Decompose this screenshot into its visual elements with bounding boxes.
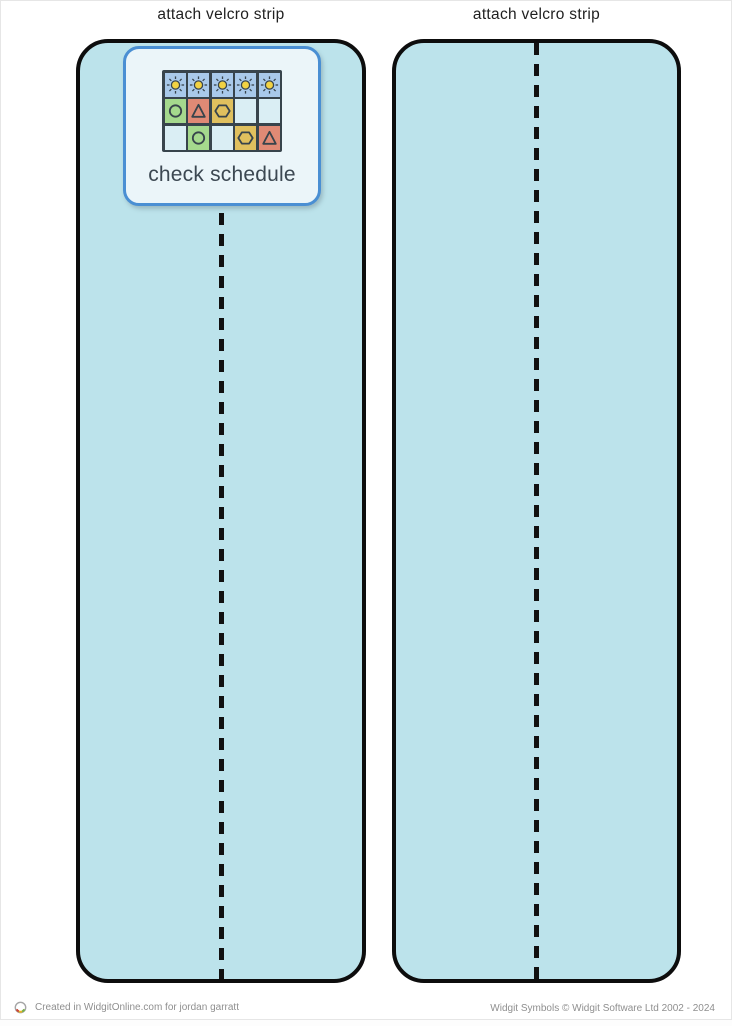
sun-icon bbox=[236, 75, 255, 94]
fold-dashed-line-right bbox=[534, 43, 539, 979]
schedule-cell-sun bbox=[211, 72, 233, 97]
schedule-cell-empty bbox=[258, 99, 280, 123]
fold-dashed-line-left bbox=[218, 213, 224, 979]
schedule-cell-hexagon-gold bbox=[211, 99, 233, 123]
check-schedule-card: check schedule bbox=[123, 46, 321, 206]
schedule-cell-sun bbox=[235, 72, 256, 97]
footer-created-text: Created in WidgitOnline.com for jordan g… bbox=[35, 1002, 239, 1013]
schedule-cell-hexagon-gold bbox=[235, 125, 256, 150]
velcro-strip-label-left: attach velcro strip bbox=[157, 6, 285, 23]
schedule-cell-empty bbox=[235, 99, 256, 123]
schedule-cell-circle-green bbox=[188, 125, 209, 150]
velcro-strip-panel-left: check schedule bbox=[76, 39, 366, 983]
sun-icon bbox=[260, 75, 278, 94]
triangle-icon bbox=[191, 103, 206, 118]
hexagon-icon bbox=[237, 131, 254, 145]
schedule-cell-empty bbox=[164, 125, 186, 150]
schedule-grid-icon bbox=[162, 70, 282, 152]
schedule-cell-sun bbox=[188, 72, 209, 97]
schedule-cell-empty bbox=[211, 125, 233, 150]
page-footer: Created in WidgitOnline.com for jordan g… bbox=[1, 1000, 731, 1018]
schedule-cell-triangle-red bbox=[188, 99, 209, 123]
sun-icon bbox=[166, 75, 184, 94]
triangle-icon bbox=[261, 130, 277, 145]
schedule-cell-sun bbox=[164, 72, 186, 97]
hexagon-icon bbox=[213, 104, 231, 118]
circle-icon bbox=[191, 130, 206, 145]
sun-icon bbox=[189, 75, 208, 94]
schedule-cell-triangle-red bbox=[258, 125, 280, 150]
schedule-cell-sun bbox=[258, 72, 280, 97]
footer-copyright-text: Widgit Symbols © Widgit Software Ltd 200… bbox=[490, 1003, 715, 1014]
check-schedule-label: check schedule bbox=[148, 163, 296, 186]
velcro-strip-panel-right bbox=[392, 39, 681, 983]
schedule-cell-circle-green bbox=[164, 99, 186, 123]
circle-icon bbox=[168, 104, 182, 118]
velcro-strip-label-right: attach velcro strip bbox=[472, 6, 601, 23]
widgit-logo-icon bbox=[14, 1001, 27, 1014]
sun-icon bbox=[213, 75, 231, 94]
